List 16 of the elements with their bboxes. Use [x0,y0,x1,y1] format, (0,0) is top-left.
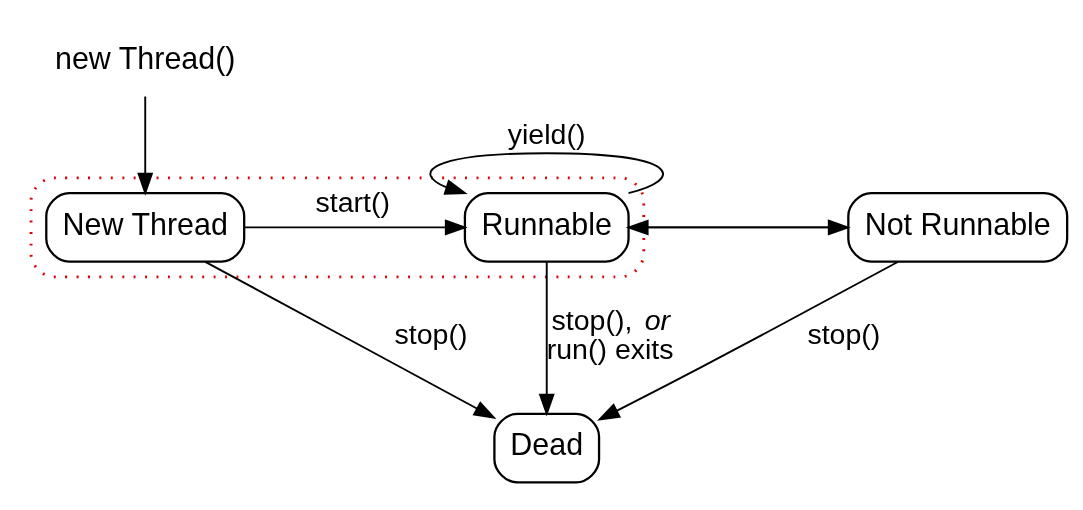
edge-label: stop(), or run() exits [546,304,674,365]
arrow [429,152,664,195]
node-text: new Thread() [55,41,236,76]
edge-label: stop() [394,318,468,351]
arrow [538,261,555,417]
node-box: Dead [493,412,601,484]
arrow [597,260,900,421]
arrow [204,260,497,420]
edge-label: stop() [807,318,881,351]
arrow [243,219,468,236]
node-box: Runnable [463,192,630,263]
edge-label: start() [315,186,391,219]
node-box: New Thread [45,192,246,263]
node-box: Not Runnable [847,192,1069,263]
edge-label: yield() [507,117,586,150]
arrow [137,95,154,196]
